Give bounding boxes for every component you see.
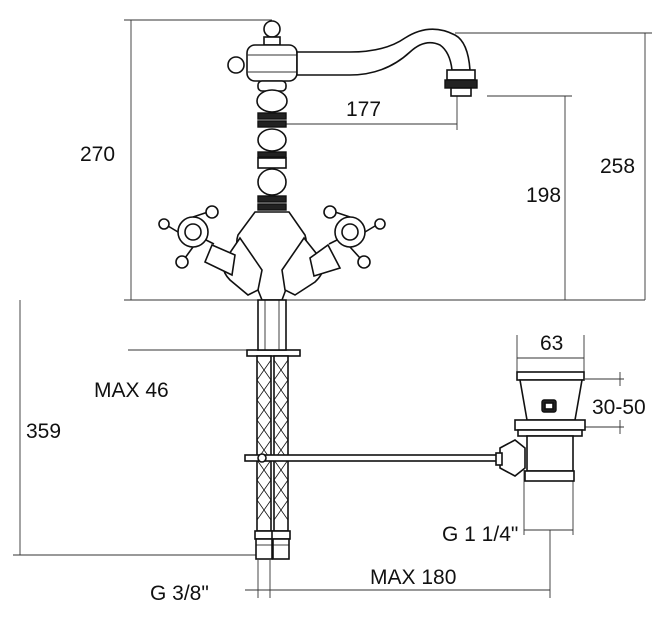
waste-range-label: 30-50 <box>592 396 646 419</box>
dimension-lines <box>13 19 652 598</box>
max-pull-rod-label: MAX 180 <box>370 566 456 589</box>
faucet-body <box>203 20 478 301</box>
dimension-labels: 270 177 258 198 359 MAX 46 63 30-50 G 1 … <box>26 98 646 605</box>
waste-thread-label: G 1 1/4" <box>442 523 518 546</box>
right-cross-handle <box>323 205 386 269</box>
max-deck-thickness-label: MAX 46 <box>94 379 169 402</box>
spout-outlet-height-label: 198 <box>526 184 561 207</box>
hose-length-label: 359 <box>26 420 61 443</box>
spout-reach-label: 177 <box>346 98 381 121</box>
left-cross-handle <box>158 205 219 269</box>
pull-rod <box>244 453 501 463</box>
height-to-spout-label: 258 <box>600 155 635 178</box>
waste-width-label: 63 <box>540 332 563 355</box>
height-overall-label: 270 <box>80 143 115 166</box>
hose-thread-label: G 3/8" <box>150 582 209 605</box>
pop-up-waste <box>495 371 586 482</box>
supply-hoses <box>246 299 301 560</box>
